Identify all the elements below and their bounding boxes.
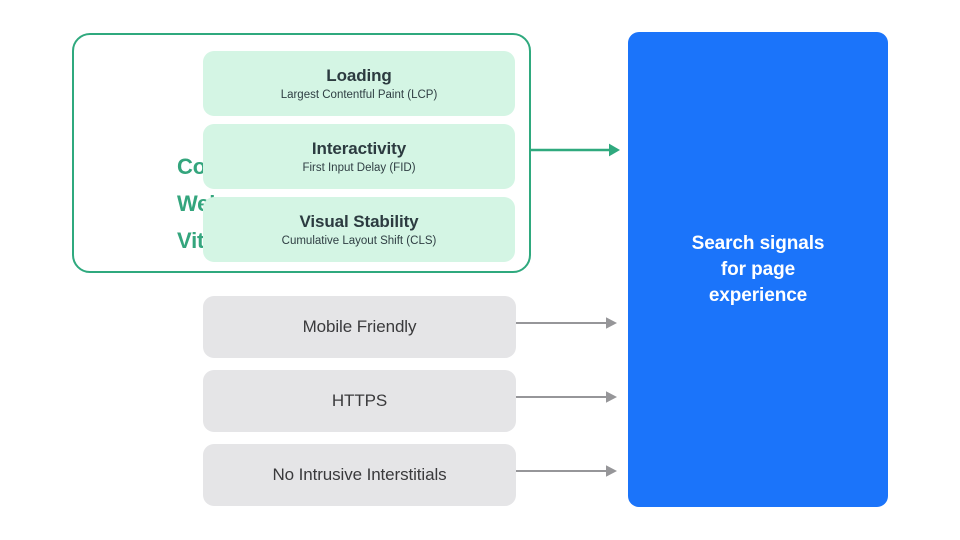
- metric-card-interactivity: Interactivity First Input Delay (FID): [203, 124, 515, 189]
- metric-subtitle-loading: Largest Contentful Paint (LCP): [280, 88, 438, 101]
- metric-subtitle-interactivity: First Input Delay (FID): [302, 161, 416, 174]
- metric-card-loading: Loading Largest Contentful Paint (LCP): [203, 51, 515, 116]
- signal-card-no-intrusive-interstitials: No Intrusive Interstitials: [203, 444, 516, 506]
- arrow-https-to-search-signals-icon: [516, 391, 617, 403]
- search-signals-panel: Search signals for page experience: [628, 32, 888, 507]
- signal-card-https: HTTPS: [203, 370, 516, 432]
- arrow-no-intrusive-interstitials-to-search-signals-icon: [516, 465, 617, 477]
- signal-card-mobile-friendly: Mobile Friendly: [203, 296, 516, 358]
- search-signals-panel-label: Search signals for page experience: [691, 232, 825, 306]
- metric-card-visual-stability: Visual Stability Cumulative Layout Shift…: [203, 197, 515, 262]
- arrow-core-web-vitals-to-search-signals-icon: [529, 143, 620, 157]
- arrow-mobile-friendly-to-search-signals-icon: [516, 317, 617, 329]
- signal-label-no-intrusive-interstitials: No Intrusive Interstitials: [272, 465, 447, 484]
- signal-label-mobile-friendly: Mobile Friendly: [302, 317, 417, 336]
- metric-title-visual-stability: Visual Stability: [299, 211, 419, 231]
- signal-label-https: HTTPS: [331, 391, 388, 410]
- metric-title-loading: Loading: [326, 65, 392, 85]
- metric-subtitle-visual-stability: Cumulative Layout Shift (CLS): [281, 234, 437, 247]
- metric-title-interactivity: Interactivity: [311, 138, 407, 158]
